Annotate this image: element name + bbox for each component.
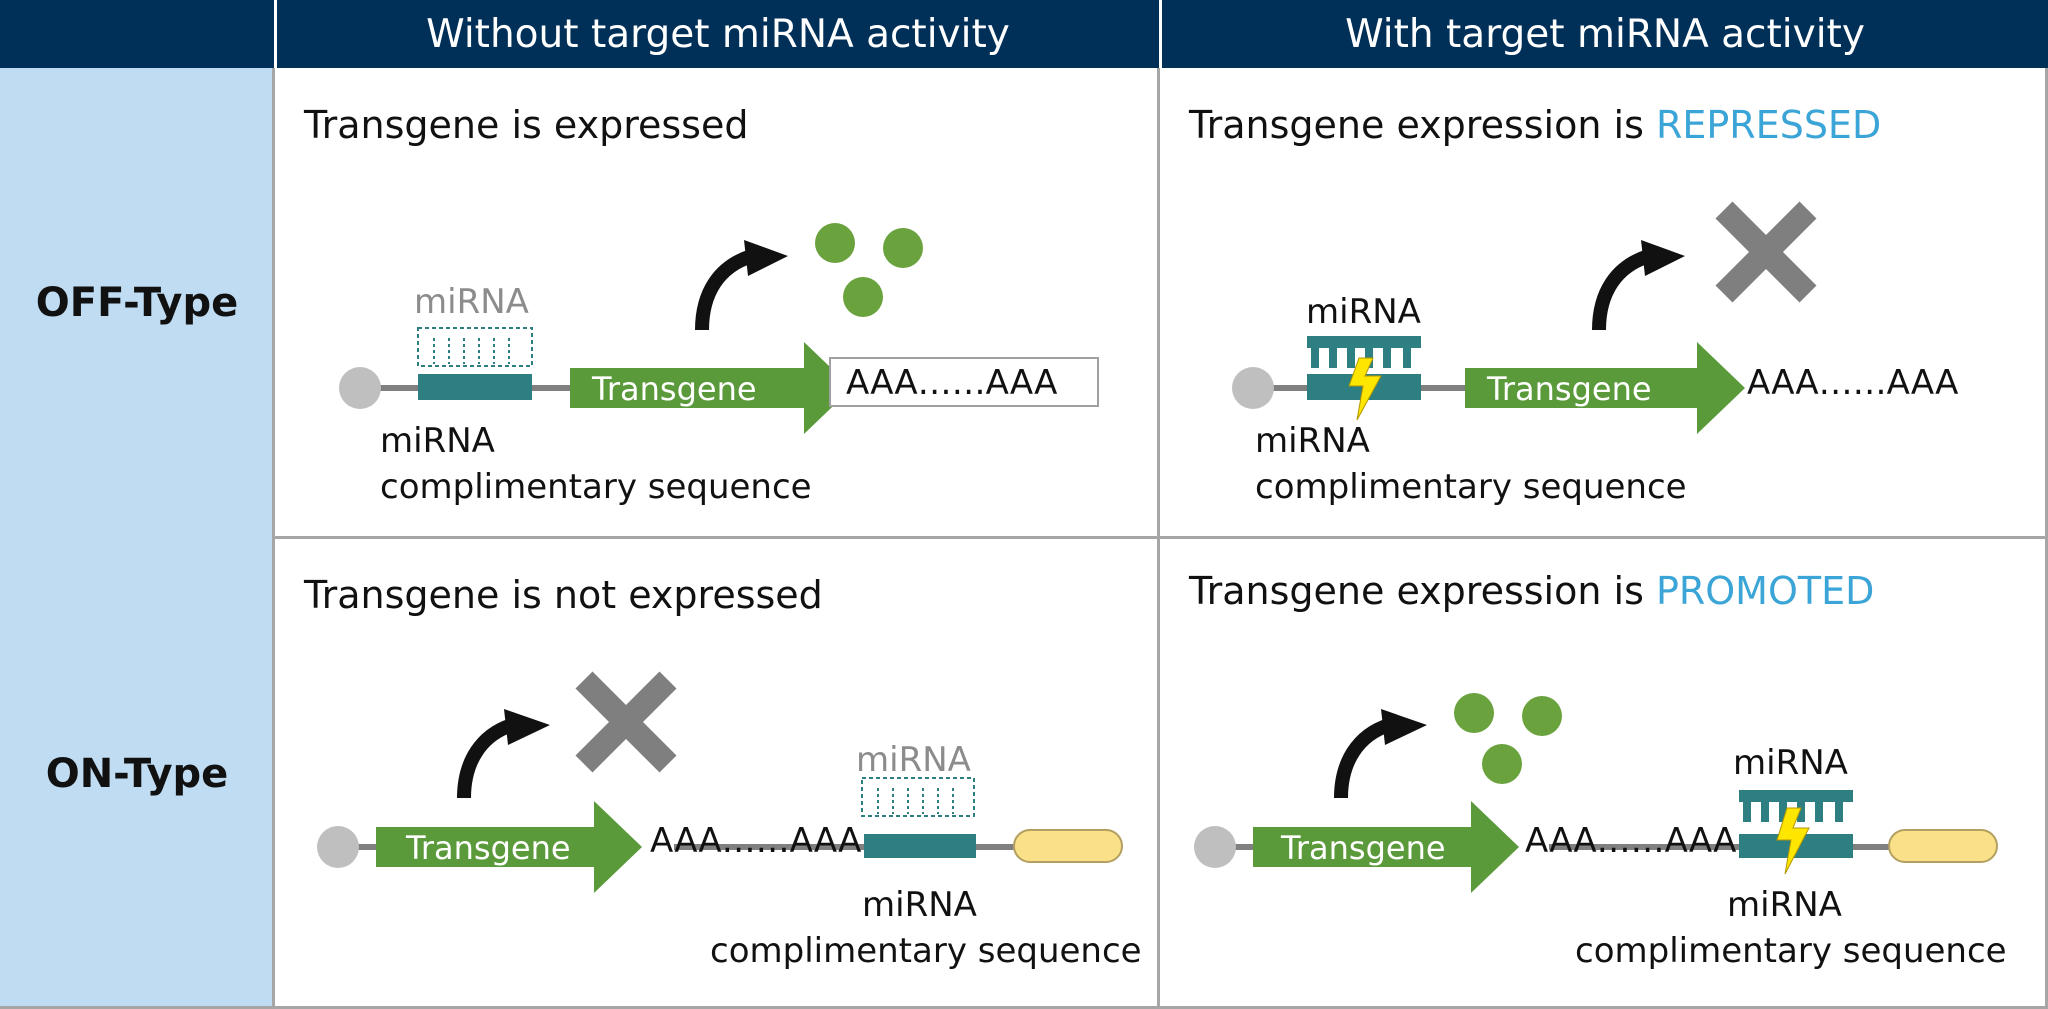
polya-box [829, 357, 1099, 407]
mirna-label: miRNA [1733, 743, 1848, 783]
curved-arrow-head [744, 240, 788, 276]
caption-emphasis: PROMOTED [1656, 569, 1874, 613]
green-dot-icon [1454, 693, 1494, 733]
curved-arrow-icon [1592, 249, 1652, 331]
on-without-diagram: Transgene is not expressed Transgene AAA… [303, 573, 1142, 971]
dna-backbone-3prime [1549, 844, 1909, 850]
mirna-label: miRNA [414, 282, 529, 322]
yellow-capsule-icon [1888, 829, 1998, 863]
transgene-label: Transgene [591, 370, 757, 408]
curved-arrow-head [1641, 240, 1685, 276]
header-corner [0, 0, 274, 68]
off-with-diagram: Transgene expression is REPRESSED miRNA … [1188, 103, 1958, 507]
column-header-without-mirna: Without target miRNA activity [274, 0, 1159, 68]
transgene-arrow-icon [1253, 801, 1519, 893]
caption-prefix: Transgene expression is [1188, 103, 1656, 147]
grid-line [272, 536, 2048, 539]
caption-emphasis: REPRESSED [1656, 103, 1881, 147]
curved-arrow-head [1381, 709, 1427, 745]
mirna-site-icon [864, 834, 976, 858]
polya-label: AAA……AAA [1525, 821, 1736, 861]
transgene-arrow-icon [570, 342, 852, 434]
row-label-off-type: OFF-Type [0, 68, 274, 538]
site-label-line2: complimentary sequence [1255, 467, 1687, 507]
grid-line [0, 1006, 2048, 1009]
site-label-line2: complimentary sequence [380, 467, 812, 507]
cross-icon [1715, 201, 1817, 303]
cell-off-type-without-mirna: Transgene is expressed miRNA miRNA compl… [274, 68, 1159, 538]
site-label-line1: miRNA [862, 885, 977, 925]
curved-arrow-head [504, 709, 550, 745]
curved-arrow-icon [1334, 718, 1392, 799]
yellow-capsule-icon [1013, 829, 1123, 863]
transgene-arrow-icon [1465, 342, 1745, 434]
green-dot-icon [883, 228, 923, 268]
transgene-label: Transgene [405, 829, 571, 867]
transgene-label: Transgene [1280, 829, 1446, 867]
mirna-site-icon [418, 374, 532, 400]
green-dot-icon [815, 223, 855, 263]
mirna-teeth [877, 788, 954, 814]
column-header-with-mirna: With target miRNA activity [1159, 0, 2048, 68]
on-with-diagram: Transgene expression is PROMOTED Transge… [1188, 569, 2007, 971]
mirna-icon [1307, 336, 1421, 348]
mirna-teeth [433, 338, 510, 364]
off-without-diagram: Transgene is expressed miRNA miRNA compl… [303, 103, 1099, 507]
cell-caption: Transgene expression is REPRESSED [1188, 103, 1881, 147]
grey-circle-icon [317, 826, 359, 868]
cell-on-type-without-mirna: Transgene is not expressed Transgene AAA… [274, 538, 1159, 1009]
row-label-on-type: ON-Type [0, 538, 274, 1009]
mirna-icon [1739, 790, 1853, 802]
cell-caption: Transgene expression is PROMOTED [1188, 569, 1874, 613]
cell-off-type-with-mirna: Transgene expression is REPRESSED miRNA … [1159, 68, 2048, 538]
site-label-line1: miRNA [380, 421, 495, 461]
mirna-label: miRNA [1306, 292, 1421, 332]
cell-caption: Transgene is expressed [303, 103, 748, 147]
polya-label: AAA……AAA [650, 821, 861, 861]
lightning-icon [1776, 807, 1810, 875]
mirna-dashed-icon [417, 327, 533, 367]
grey-circle-icon [1232, 367, 1274, 409]
mirna-dashed-icon [861, 777, 975, 817]
caption-prefix: Transgene expression is [1188, 569, 1656, 613]
site-label-line2: complimentary sequence [1575, 931, 2007, 971]
transgene-arrow-icon [376, 801, 642, 893]
cross-icon [575, 671, 677, 773]
green-dot-icon [1522, 696, 1562, 736]
transgene-label: Transgene [1486, 370, 1652, 408]
grey-circle-icon [1194, 826, 1236, 868]
cell-caption: Transgene is not expressed [303, 573, 823, 617]
mirna-teeth [1743, 800, 1843, 822]
site-label-line1: miRNA [1727, 885, 1842, 925]
green-dot-icon [1482, 744, 1522, 784]
mirna-teeth [1311, 346, 1411, 368]
grey-circle-icon [339, 367, 381, 409]
polya-label: AAA……AAA [846, 363, 1057, 403]
curved-arrow-icon [695, 249, 755, 331]
lightning-icon [1348, 357, 1382, 421]
site-label-line1: miRNA [1255, 421, 1370, 461]
polya-label: AAA……AAA [1747, 363, 1958, 403]
green-dot-icon [843, 277, 883, 317]
site-label-line2: complimentary sequence [710, 931, 1142, 971]
cell-on-type-with-mirna: Transgene expression is PROMOTED Transge… [1159, 538, 2048, 1009]
dna-backbone-3prime [674, 844, 1034, 850]
dna-backbone [1253, 385, 1627, 391]
mirna-label: miRNA [856, 740, 971, 780]
curved-arrow-icon [457, 718, 515, 799]
